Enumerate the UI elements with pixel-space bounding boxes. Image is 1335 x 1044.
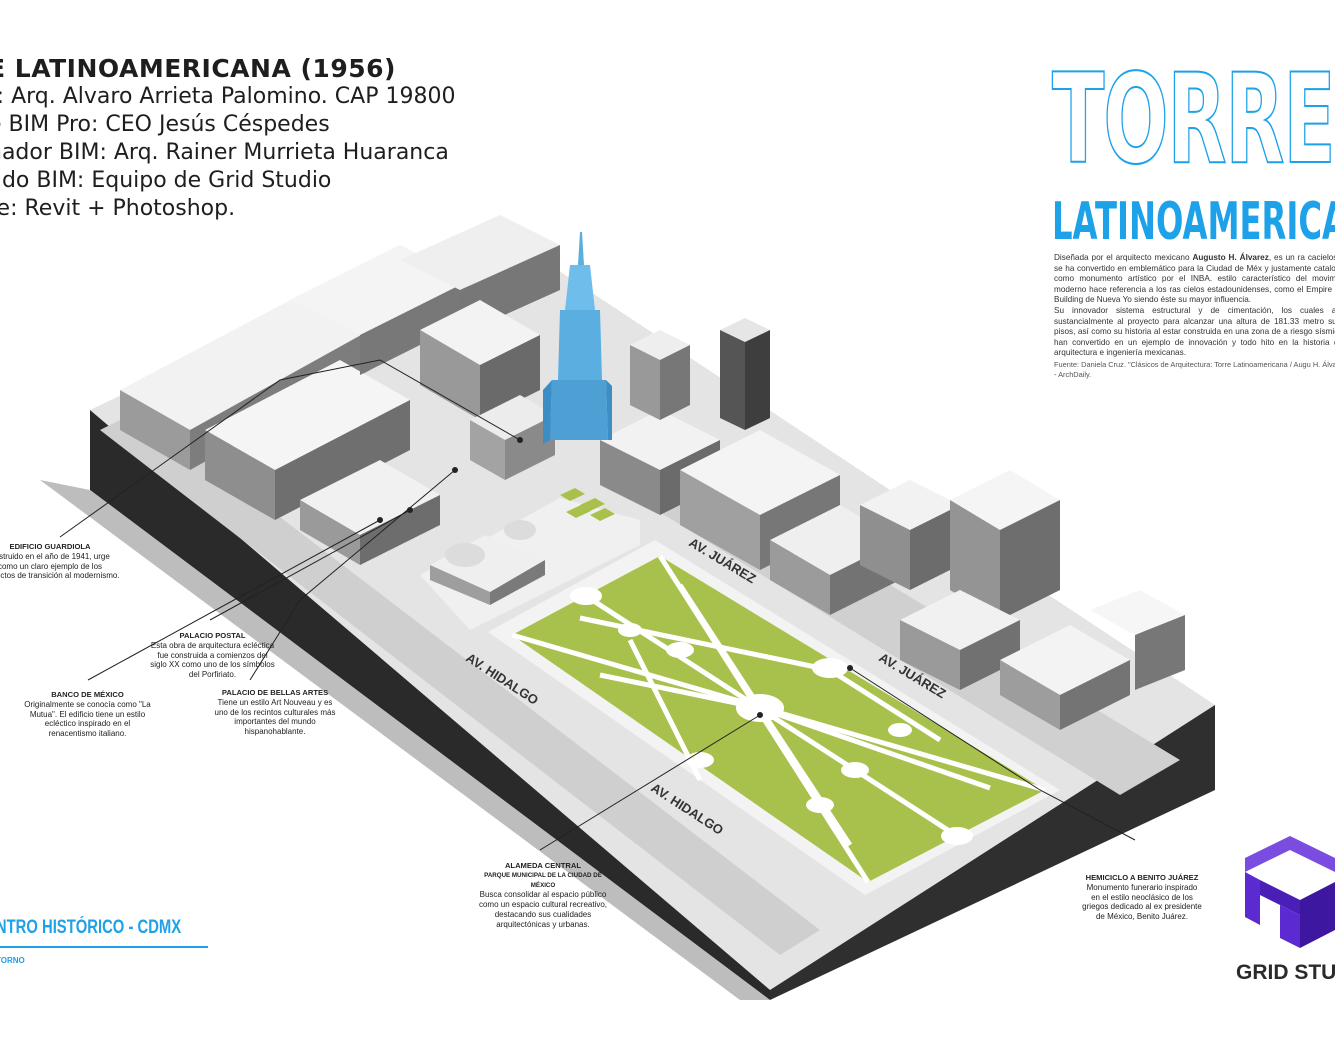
annotation-postal: PALACIO POSTAL Esta obra de arquitectura… xyxy=(150,631,275,680)
description-part: Diseñada por el arquitecto mexicano xyxy=(1054,253,1193,262)
annotation-bellas-artes: PALACIO DE BELLAS ARTES Tiene un estilo … xyxy=(210,688,340,737)
project-credits: E LATINOAMERICANA (1956) r: Arq. Alvaro … xyxy=(0,54,455,223)
annotation-text: Busca consolidar al espacio público como… xyxy=(478,890,608,929)
annotation-leaders xyxy=(59,359,1136,851)
footer-subtitle: TORNO xyxy=(0,956,25,965)
footer-title: ENTRO HISTÓRICO - CDMX xyxy=(0,917,182,938)
park-fountains xyxy=(570,587,973,845)
annotation-text: Tiene un estilo Art Nouveau y es uno de … xyxy=(214,697,336,737)
annotation-text: Originalmente se conocía como "La Mutua"… xyxy=(24,699,151,739)
cube-logo-icon xyxy=(1245,836,1335,948)
credits-line: e BIM Pro: CEO Jesús Céspedes xyxy=(0,112,330,137)
annotation-title: PALACIO DE BELLAS ARTES xyxy=(221,688,329,697)
credits-line: re: Revit + Photoshop. xyxy=(0,196,236,221)
annotation-alameda: ALAMEDA CENTRAL PARQUE MUNICIPAL DE LA C… xyxy=(478,861,608,930)
architect-name: Augusto H. Álvarez xyxy=(1192,253,1269,262)
annotation-text: Monumento funerario inspirado en el esti… xyxy=(1082,882,1202,922)
footer-divider xyxy=(0,946,208,948)
base-shadow xyxy=(40,480,770,1000)
annotation-hemiciclo: HEMICICLO A BENITO JUÁREZ Monumento fune… xyxy=(1082,873,1202,922)
building-group-south xyxy=(600,318,1185,730)
description-part: Su innovador sistema estructural y de ci… xyxy=(1054,305,1335,358)
brand-name: GRID STUD xyxy=(1236,961,1335,984)
main-title: TORRE xyxy=(1051,48,1335,192)
source-citation: Fuente: Daniela Cruz. "Clásicos de Arqui… xyxy=(1054,360,1335,379)
annotation-guardiola: EDIFICIO GUARDIOLA onstruido en el año d… xyxy=(0,542,120,581)
description-part: , es un ra cacielos que se ha convertido… xyxy=(1054,253,1335,305)
annotation-subtitle: PARQUE MUNICIPAL DE LA CIUDAD DE MÉXICO xyxy=(484,871,602,889)
credits-line: r: Arq. Alvaro Arrieta Palomino. CAP 198… xyxy=(0,84,456,109)
main-subtitle: LATINOAMERICANA xyxy=(1052,192,1335,252)
plaza-planters xyxy=(560,488,615,521)
torre-latinoamericana-model xyxy=(543,232,612,444)
credits-line: nador BIM: Arq. Rainer Murrieta Huaranca xyxy=(0,140,449,165)
annotation-banco: BANCO DE MÉXICO Originalmente se conocía… xyxy=(20,690,155,739)
annotation-title: PALACIO POSTAL xyxy=(179,631,246,640)
description: Diseñada por el arquitecto mexicano Augu… xyxy=(1054,253,1335,359)
bellas-artes-palace xyxy=(430,520,545,605)
credits-title: E LATINOAMERICANA (1956) xyxy=(0,54,396,83)
base-left-side xyxy=(90,410,770,1000)
annotation-title: HEMICICLO A BENITO JUÁREZ xyxy=(1085,873,1199,882)
annotation-dots xyxy=(377,437,853,718)
annotation-text: onstruido en el año de 1941, urge como u… xyxy=(0,551,120,581)
annotation-title: BANCO DE MÉXICO xyxy=(51,690,124,699)
credits-line: udo BIM: Equipo de Grid Studio xyxy=(0,168,332,193)
building-group-north xyxy=(120,215,560,565)
street-hidalgo xyxy=(100,410,820,955)
annotation-title: EDIFICIO GUARDIOLA xyxy=(9,542,91,551)
annotation-title: ALAMEDA CENTRAL xyxy=(504,861,582,870)
annotation-text: Esta obra de arquitectura ecléctica fue … xyxy=(150,640,275,680)
